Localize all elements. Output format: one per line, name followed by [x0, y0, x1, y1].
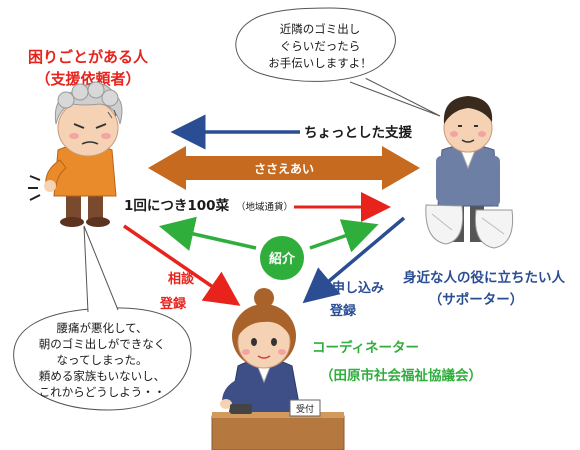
apply-label-line1: 申し込み: [332, 280, 384, 296]
mutual-support-arrow: [148, 146, 420, 190]
requester-title: 困りごとがある人: [28, 48, 149, 66]
elderly-woman-illustration: [28, 81, 123, 227]
supporter-bubble-line: 近隣のゴミ出し: [280, 22, 361, 36]
introduce-badge: [260, 236, 304, 280]
consult-arrow: [123, 224, 241, 306]
requester-bubble-line: 腰痛が悪化して、: [56, 321, 147, 335]
introduce-arrow-left: [158, 216, 257, 251]
supporter-speech-bubble: 近隣のゴミ出し ぐらいだったら お手伝いしますよ！: [235, 7, 441, 117]
apply-arrow: [302, 216, 406, 304]
requester-bubble-line: 朝のゴミ出しができなく: [39, 337, 166, 351]
fee-label: 1回につき100菜: [124, 197, 230, 214]
introduce-arrow-right: [309, 219, 379, 253]
requester-bubble-line: これからどうしよう・・: [39, 385, 166, 399]
consult-label-line2: 登録: [159, 296, 187, 312]
introduce-label: 紹介: [269, 251, 296, 267]
consult-label-line1: 相談: [168, 271, 195, 287]
supporter-man-illustration: [425, 96, 514, 249]
requester-subtitle: （支援依頼者）: [35, 70, 140, 88]
supporter-bubble-line: ぐらいだったら: [280, 39, 361, 53]
reception-desk: 受付: [211, 399, 345, 450]
small-support-label: ちょっとした支援: [304, 124, 412, 141]
requester-bubble-line: 頼める家族もいないし、: [39, 369, 165, 383]
apply-label-line2: 登録: [329, 303, 357, 319]
requester-bubble-line: なってしまった。: [57, 353, 148, 367]
coordinator-subtitle: （田原市社会福祉協議会）: [320, 367, 482, 384]
desk-sign-label: 受付: [296, 403, 314, 415]
supporter-subtitle: （サポーター）: [429, 291, 524, 308]
fee-note: （地域通貨）: [236, 201, 293, 213]
supporter-bubble-line: お手伝いしますよ！: [268, 56, 372, 70]
coordinator-title: コーディネーター: [312, 339, 419, 356]
mutual-support-label: ささえあい: [254, 162, 314, 176]
requester-speech-bubble: 腰痛が悪化して、 朝のゴミ出しができなく なってしまった。 頼める家族もいないし…: [13, 225, 192, 411]
telephone-icon: [230, 404, 252, 414]
supporter-title: 身近な人の役に立ちたい人: [403, 269, 565, 286]
